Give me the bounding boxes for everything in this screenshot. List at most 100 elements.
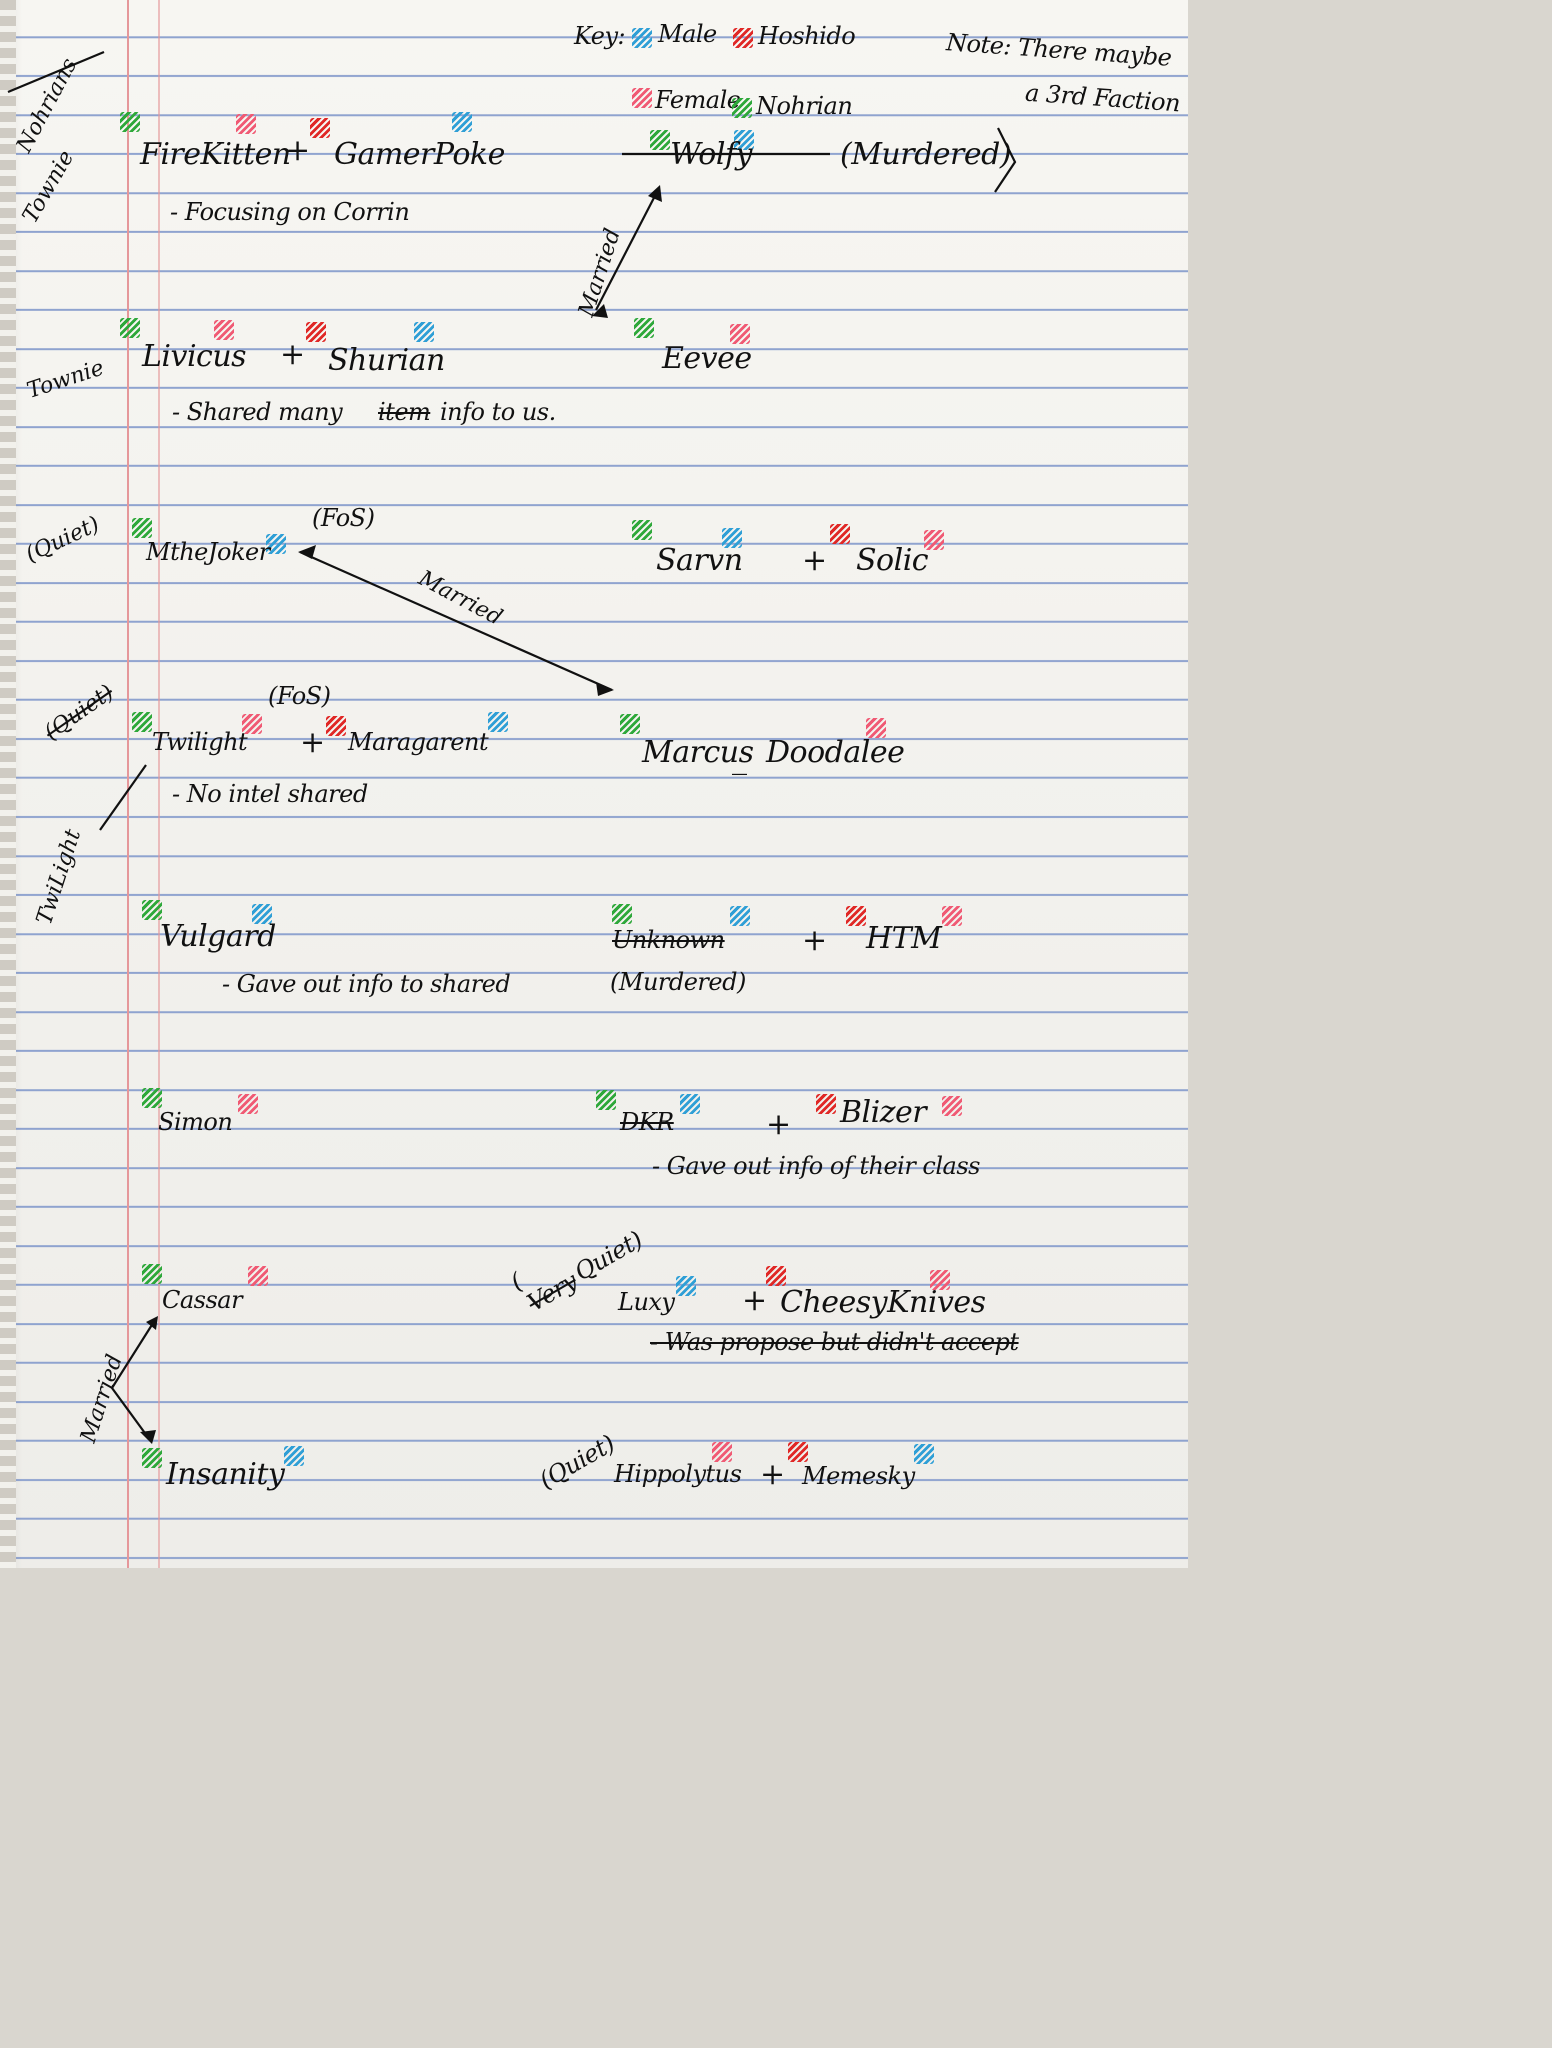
maragarent-hoshido-mark — [326, 716, 346, 736]
livicus-nohrian-mark — [120, 318, 140, 338]
cheesyknives: CheesyKnives — [780, 1285, 986, 1320]
margin-line-2 — [158, 0, 160, 1568]
luxy-note: - Was propose but didn't accept — [650, 1328, 1019, 1356]
simon: Simon — [158, 1108, 233, 1136]
insanity-male-mark — [284, 1446, 304, 1466]
nohrians-underline — [7, 50, 105, 94]
notebook-page: Nohrians Key: Male Hoshido Female Nohria… — [0, 0, 1188, 1568]
shurian: Shurian — [328, 343, 445, 378]
fos-1: (FoS) — [312, 504, 375, 532]
doodalee-female-mark — [866, 718, 886, 738]
gamerpoke-hoshido-mark — [310, 118, 330, 138]
livicus-note-b: info to us. — [440, 398, 556, 426]
plus-luxy: + — [742, 1283, 767, 1318]
hippolytus-female-mark — [712, 1442, 732, 1462]
sarvn-nohrian-mark — [632, 520, 652, 540]
maragarent: Maragarent — [348, 728, 489, 756]
eevee-female-mark — [730, 324, 750, 344]
cheesyknives-hoshido-mark — [766, 1266, 786, 1286]
dkr-note: - Gave out info of their class — [652, 1152, 980, 1180]
married-arrow-top — [595, 189, 659, 311]
gamerpoke: GamerPoke — [334, 137, 505, 172]
luxy: Luxy — [618, 1288, 675, 1316]
sarvn: Sarvn — [656, 543, 743, 578]
htm-hoshido-mark — [846, 906, 866, 926]
htm-female-mark — [942, 906, 962, 926]
doodalee: Doodalee — [766, 735, 905, 770]
blizer-female-mark — [942, 1096, 962, 1116]
eevee-nohrian-mark — [634, 318, 654, 338]
twilight-nohrian-mark — [132, 712, 152, 732]
plus-sarvn: + — [802, 543, 827, 578]
plus-htm: + — [802, 923, 827, 958]
twilight-female-mark — [242, 714, 262, 734]
murdered-2: (Murdered) — [610, 968, 746, 996]
fos-2: (FoS) — [268, 682, 331, 710]
simon-female-mark — [238, 1094, 258, 1114]
twilight: Twilight — [152, 728, 248, 756]
dkr-male-mark — [680, 1094, 700, 1114]
firekitten-female-mark — [236, 114, 256, 134]
twilight-pointer — [99, 764, 147, 831]
married-arrow-mid — [299, 550, 613, 692]
vulgard-note: - Gave out info to shared — [222, 970, 511, 998]
blizer-hoshido-mark — [816, 1094, 836, 1114]
insanity-nohrian-mark — [142, 1448, 162, 1468]
dkr-nohrian-mark — [596, 1090, 616, 1110]
maragarent-male-mark — [488, 712, 508, 732]
hoshido-key-swatch — [733, 28, 753, 48]
memesky-male-mark — [914, 1444, 934, 1464]
murdered-bracket — [994, 127, 1017, 193]
luxy-male-mark — [676, 1276, 696, 1296]
wolfy-nohrian-mark — [650, 130, 670, 150]
cassar-nohrian-mark — [142, 1264, 162, 1284]
twilight-note: - No intel shared — [172, 780, 368, 808]
livicus: Livicus — [142, 339, 247, 374]
memesky-hoshido-mark — [788, 1442, 808, 1462]
key-hoshido: Hoshido — [758, 22, 856, 50]
firekitten-nohrian-mark — [120, 112, 140, 132]
vulgard-male-mark — [252, 904, 272, 924]
key-nohrian: Nohrian — [756, 92, 853, 120]
male-key-swatch — [632, 28, 652, 48]
dkr: DKR — [620, 1108, 674, 1136]
nohrian-key-swatch — [732, 98, 752, 118]
livicus-female-mark — [214, 320, 234, 340]
solic-hoshido-mark — [830, 524, 850, 544]
plus-dkr: + — [766, 1107, 791, 1142]
firekitten-note: - Focusing on Corrin — [170, 198, 410, 226]
unknown: Unknown — [612, 926, 725, 954]
firekitten: FireKitten — [140, 137, 291, 172]
blizer: Blizer — [840, 1095, 927, 1130]
key-female: Female — [655, 86, 741, 114]
marcus: Marcus — [642, 735, 754, 770]
perforated-edge — [0, 0, 16, 1568]
shurian-male-mark — [414, 322, 434, 342]
murdered-1: (Murdered) — [840, 137, 1012, 172]
livicus-note-strike: item — [378, 398, 431, 426]
mthejoker-male-mark — [266, 534, 286, 554]
shurian-hoshido-mark — [306, 322, 326, 342]
plus-1: + — [285, 133, 310, 168]
marcus-dash: _ — [732, 741, 747, 776]
sarvn-male-mark — [722, 528, 742, 548]
hippolytus: Hippolytus — [614, 1460, 742, 1488]
mthejoker: MtheJoker — [146, 538, 270, 566]
unknown-nohrian-mark — [612, 904, 632, 924]
cassar: Cassar — [162, 1286, 243, 1314]
wolfy-male-mark — [734, 130, 754, 150]
htm: HTM — [866, 921, 942, 956]
cheesyknives-female-mark — [930, 1270, 950, 1290]
connector-lines — [7, 50, 1017, 1444]
female-key-swatch — [632, 88, 652, 108]
married-arrow-left — [110, 1319, 156, 1441]
memesky: Memesky — [802, 1462, 915, 1490]
insanity: Insanity — [166, 1457, 285, 1492]
solic: Solic — [856, 543, 929, 578]
plus-3: + — [300, 725, 325, 760]
simon-nohrian-mark — [142, 1088, 162, 1108]
solic-female-mark — [924, 530, 944, 550]
livicus-note-a: - Shared many — [172, 398, 343, 426]
gamerpoke-male-mark — [452, 112, 472, 132]
mthejoker-nohrian-mark — [132, 518, 152, 538]
